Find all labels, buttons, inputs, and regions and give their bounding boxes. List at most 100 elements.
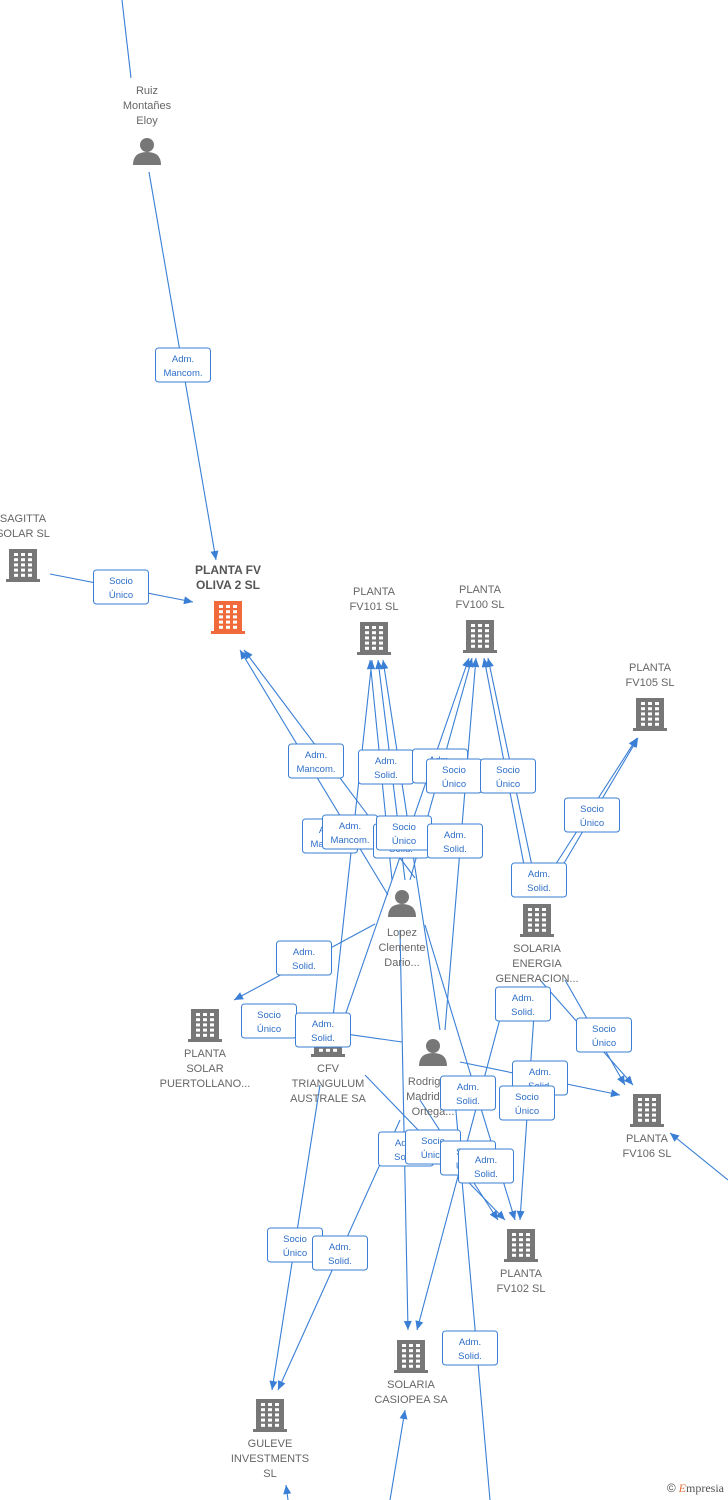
- building-icon: [253, 1399, 287, 1432]
- building-window: [261, 1408, 265, 1412]
- relation-badge[interactable]: Adm.Solid.: [495, 986, 551, 1022]
- building-window: [535, 918, 539, 922]
- building-window: [485, 629, 489, 633]
- relation-badge[interactable]: Adm. Solid.: [511, 862, 567, 898]
- building-window: [638, 1103, 642, 1107]
- building-window: [416, 1354, 420, 1358]
- badge-text: Mancom.: [330, 835, 369, 846]
- node-label: SOLARIA: [513, 943, 561, 955]
- arrow-head-icon: [278, 1380, 286, 1390]
- building-window: [203, 1023, 207, 1027]
- building-window: [219, 610, 223, 614]
- building-window: [333, 1048, 337, 1052]
- badge-box: [295, 1012, 351, 1048]
- relation-badge[interactable]: Adm.Solid.: [358, 749, 414, 785]
- arrow-head-icon: [210, 550, 219, 560]
- building-window: [641, 722, 645, 726]
- node-lopez[interactable]: LopezClementeDario...: [378, 890, 426, 969]
- arrow-head-icon: [670, 1133, 680, 1142]
- building-window: [471, 629, 475, 633]
- building-window: [21, 558, 25, 562]
- building-base: [188, 1039, 222, 1042]
- building-window: [203, 1028, 207, 1032]
- node-label: SAGITTA: [0, 513, 47, 525]
- relation-badge[interactable]: Adm.Solid.: [276, 940, 332, 976]
- relation-badge[interactable]: Adm.Solid.: [458, 1148, 514, 1184]
- node-label: Eloy: [136, 115, 158, 127]
- building-window: [226, 610, 230, 614]
- building-window: [641, 717, 645, 721]
- copyright-symbol: ©: [666, 1481, 676, 1495]
- node-label: Montañes: [123, 100, 172, 112]
- building-window: [638, 1118, 642, 1122]
- building-window: [416, 1349, 420, 1353]
- relation-badge[interactable]: Adm.Mancom.: [288, 743, 344, 779]
- node-label: PLANTA: [459, 584, 502, 596]
- node-solaria_eg[interactable]: SOLARIAENERGIAGENERACION...: [495, 904, 579, 985]
- relation-badge[interactable]: Adm.Solid.: [427, 823, 483, 859]
- building-window: [268, 1403, 272, 1406]
- building-window: [196, 1018, 200, 1022]
- building-window: [196, 1013, 200, 1016]
- relation-edge: [399, 929, 409, 1331]
- node-label: PLANTA FV: [195, 563, 261, 577]
- badge-text: Adm.: [528, 869, 550, 880]
- badge-box: [576, 1017, 632, 1053]
- badge-box: [458, 1148, 514, 1184]
- building-window: [226, 625, 230, 629]
- node-puertollano[interactable]: PLANTASOLARPUERTOLLANO...: [160, 1009, 251, 1090]
- building-window: [409, 1364, 413, 1368]
- badge-text: Socio: [109, 576, 133, 587]
- brand-name: mpresia: [686, 1481, 724, 1495]
- badge-box: [312, 1235, 368, 1271]
- node-label: FV101 SL: [350, 601, 399, 613]
- building-window: [372, 631, 376, 635]
- building-window: [28, 573, 32, 577]
- building-window: [485, 634, 489, 638]
- building-window: [542, 913, 546, 917]
- building-window: [210, 1023, 214, 1027]
- building-window: [535, 928, 539, 932]
- building-window: [416, 1344, 420, 1347]
- badge-text: Solid.: [328, 1256, 352, 1267]
- node-label: PLANTA: [629, 662, 672, 674]
- building-window: [275, 1418, 279, 1422]
- arrow-head-icon: [624, 1075, 633, 1085]
- building-window: [655, 712, 659, 716]
- badge-text: Solid.: [511, 1007, 535, 1018]
- relation-badge[interactable]: Adm.Mancom.: [322, 814, 378, 850]
- relation-badge[interactable]: Adm.Solid.: [440, 1075, 496, 1111]
- person-body: [388, 904, 416, 917]
- building-window: [233, 605, 237, 608]
- relation-badge[interactable]: Adm.Mancom.: [155, 347, 211, 383]
- badge-box: [427, 823, 483, 859]
- badge-text: Solid.: [527, 883, 551, 894]
- relation-badge[interactable]: Adm.Solid.: [442, 1330, 498, 1366]
- arrow-head-icon: [399, 1410, 408, 1420]
- arrow-head-icon: [508, 1210, 517, 1220]
- building-window: [203, 1018, 207, 1022]
- building-window: [485, 639, 489, 643]
- relation-badge[interactable]: Adm.Solid.: [312, 1235, 368, 1271]
- building-window: [268, 1408, 272, 1412]
- relation-badge[interactable]: Adm.Solid.: [295, 1012, 351, 1048]
